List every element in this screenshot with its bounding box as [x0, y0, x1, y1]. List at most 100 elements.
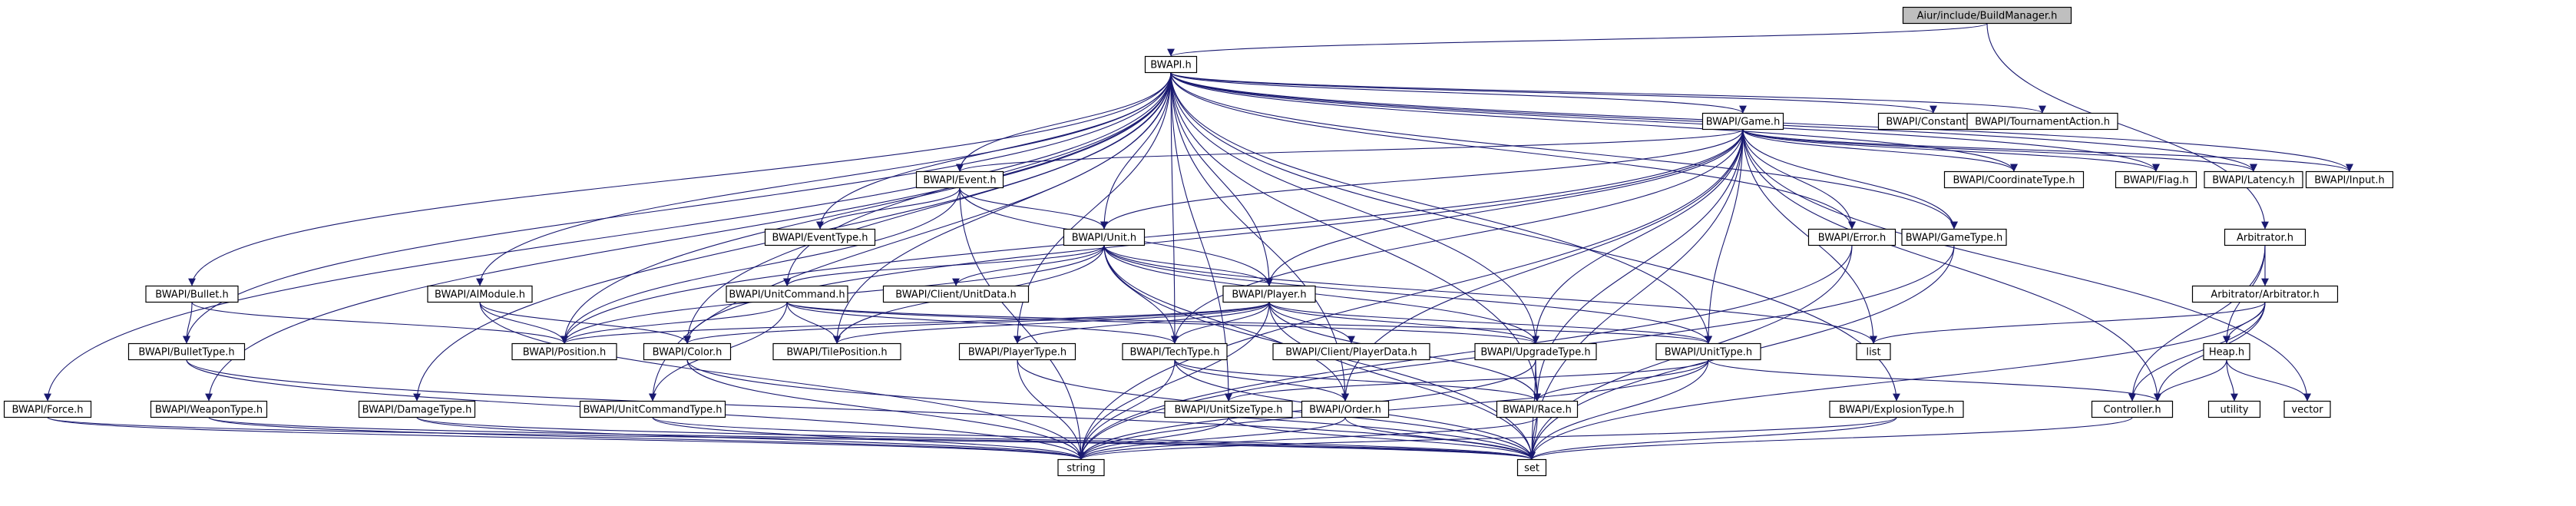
- node-flag[interactable]: BWAPI/Flag.h: [2115, 170, 2197, 189]
- edge-unitsizetype-to-set: [1228, 417, 1536, 460]
- edge-player-to-techtype: [1171, 302, 1270, 344]
- edge-player-to-unittype: [1268, 302, 1712, 344]
- node-playerdata[interactable]: BWAPI/Client/PlayerData.h: [1272, 342, 1430, 361]
- node-label-techtype: BWAPI/TechType.h: [1130, 347, 1220, 359]
- node-eventtype[interactable]: BWAPI/EventType.h: [764, 228, 876, 246]
- node-box-bullettype: [127, 342, 246, 361]
- node-position[interactable]: BWAPI/Position.h: [511, 342, 617, 361]
- node-force[interactable]: BWAPI/Force.h: [3, 400, 92, 418]
- node-label-set: set: [1524, 463, 1539, 475]
- edge-damagetype-to-set: [416, 417, 1536, 460]
- edge-event-to-position: [561, 187, 961, 344]
- node-techtype[interactable]: BWAPI/TechType.h: [1122, 342, 1228, 361]
- node-box-techtype: [1122, 342, 1228, 361]
- node-unitcommandtype[interactable]: BWAPI/UnitCommandType.h: [579, 400, 726, 418]
- node-box-eventtype: [764, 228, 876, 246]
- node-bullettype[interactable]: BWAPI/BulletType.h: [127, 342, 246, 361]
- node-error[interactable]: BWAPI/Error.h: [1807, 228, 1896, 246]
- node-box-damagetype: [358, 400, 476, 418]
- node-box-unitcommandtype: [579, 400, 726, 418]
- node-input[interactable]: BWAPI/Input.h: [2305, 170, 2394, 189]
- node-race[interactable]: BWAPI/Race.h: [1496, 400, 1579, 418]
- node-box-bwapi: [1144, 55, 1198, 74]
- node-label-constants: BWAPI/Constants.h: [1886, 117, 1980, 128]
- node-vector: vector: [2283, 400, 2331, 418]
- node-arbh[interactable]: Arbitrator.h: [2224, 228, 2306, 246]
- node-constants[interactable]: BWAPI/Constants.h: [1877, 112, 1989, 131]
- node-list: list: [1856, 342, 1891, 361]
- node-controller[interactable]: Controller.h: [2091, 400, 2174, 418]
- node-box-player: [1222, 285, 1316, 303]
- node-order[interactable]: BWAPI/Order.h: [1301, 400, 1390, 418]
- node-weapontype[interactable]: BWAPI/WeaponType.h: [150, 400, 268, 418]
- edge-game-to-input: [1742, 129, 2353, 172]
- node-bullet[interactable]: BWAPI/Bullet.h: [145, 285, 239, 303]
- node-playertype[interactable]: BWAPI/PlayerType.h: [958, 342, 1076, 361]
- node-buildmanager[interactable]: Aiur/include/BuildManager.h: [1902, 6, 2072, 25]
- node-heap[interactable]: Heap.h: [2203, 342, 2250, 361]
- node-latency[interactable]: BWAPI/Latency.h: [2204, 170, 2303, 189]
- node-utility: utility: [2207, 400, 2261, 418]
- node-label-event: BWAPI/Event.h: [923, 175, 996, 187]
- edge-game-to-latency: [1742, 129, 2257, 172]
- node-game[interactable]: BWAPI/Game.h: [1701, 112, 1784, 131]
- node-box-latency: [2204, 170, 2303, 189]
- node-event[interactable]: BWAPI/Event.h: [915, 170, 1004, 189]
- node-box-playertype: [958, 342, 1076, 361]
- edge-game-to-coordtype: [1742, 129, 2018, 172]
- edge-bwapi-to-unitcommandtype: [649, 72, 1172, 402]
- node-player[interactable]: BWAPI/Player.h: [1222, 285, 1316, 303]
- node-label-unitdata: BWAPI/Client/UnitData.h: [895, 289, 1016, 301]
- node-damagetype[interactable]: BWAPI/DamageType.h: [358, 400, 476, 418]
- node-label-tournament: BWAPI/TournamentAction.h: [1975, 117, 2110, 128]
- node-coordtype[interactable]: BWAPI/CoordinateType.h: [1943, 170, 2085, 189]
- edge-player-to-upgradetype: [1268, 302, 1539, 344]
- node-label-player: BWAPI/Player.h: [1232, 289, 1306, 301]
- node-arbarb[interactable]: Arbitrator/Arbitrator.h: [2191, 285, 2339, 303]
- node-box-arbarb: [2191, 285, 2339, 303]
- edge-unitcommand-to-position: [561, 302, 788, 344]
- node-unit[interactable]: BWAPI/Unit.h: [1063, 228, 1146, 246]
- edge-unittype-to-map: [1708, 359, 2161, 402]
- node-label-unittype: BWAPI/UnitType.h: [1665, 347, 1752, 359]
- edge-unit-to-unitdata: [952, 245, 1105, 286]
- node-box-bullet: [145, 285, 239, 303]
- edge-bwapi-to-playertype: [1014, 72, 1172, 344]
- node-unittype[interactable]: BWAPI/UnitType.h: [1655, 342, 1761, 361]
- node-box-race: [1496, 400, 1579, 418]
- node-tileposition[interactable]: BWAPI/TilePosition.h: [772, 342, 901, 361]
- edge-bwapi-to-event: [956, 72, 1172, 172]
- node-upgradetype[interactable]: BWAPI/UpgradeType.h: [1474, 342, 1597, 361]
- edge-bullet-to-position: [191, 302, 568, 344]
- node-unitdata[interactable]: BWAPI/Client/UnitData.h: [882, 285, 1030, 303]
- node-bwapi[interactable]: BWAPI.h: [1144, 55, 1198, 74]
- node-explosiontype[interactable]: BWAPI/ExplosionType.h: [1829, 400, 1964, 418]
- node-label-race: BWAPI/Race.h: [1503, 405, 1572, 416]
- edge-arbh-to-controller: [2128, 245, 2266, 402]
- node-box-list: [1856, 342, 1891, 361]
- node-set: set: [1516, 458, 1547, 477]
- edge-explosiontype-to-set: [1528, 417, 1897, 460]
- edge-event-to-string: [959, 187, 1085, 460]
- edge-unittype-to-set: [1528, 359, 1709, 460]
- node-unitsizetype[interactable]: BWAPI/UnitSizeType.h: [1164, 400, 1293, 418]
- node-label-string: string: [1066, 463, 1095, 475]
- node-label-damagetype: BWAPI/DamageType.h: [362, 405, 472, 416]
- edge-unit-to-player: [1103, 245, 1273, 286]
- node-color[interactable]: BWAPI/Color.h: [643, 342, 732, 361]
- node-tournament[interactable]: BWAPI/TournamentAction.h: [1966, 112, 2118, 131]
- node-aimodule[interactable]: BWAPI/AIModule.h: [427, 285, 533, 303]
- node-label-playerdata: BWAPI/Client/PlayerData.h: [1285, 347, 1417, 359]
- node-unitcommand[interactable]: BWAPI/UnitCommand.h: [726, 285, 848, 303]
- node-gametype[interactable]: BWAPI/GameType.h: [1901, 228, 2007, 246]
- edge-player-to-tileposition: [833, 302, 1270, 344]
- node-label-input: BWAPI/Input.h: [2314, 175, 2385, 187]
- node-label-list: list: [1866, 347, 1880, 359]
- node-box-tileposition: [772, 342, 901, 361]
- edge-player-to-color: [683, 302, 1270, 344]
- node-label-buildmanager: Aiur/include/BuildManager.h: [1917, 11, 2058, 22]
- edge-heap-to-map: [2154, 359, 2227, 402]
- node-label-heap: Heap.h: [2209, 347, 2244, 359]
- node-label-arbarb: Arbitrator/Arbitrator.h: [2211, 289, 2319, 301]
- edge-playertype-to-string: [1017, 359, 1085, 460]
